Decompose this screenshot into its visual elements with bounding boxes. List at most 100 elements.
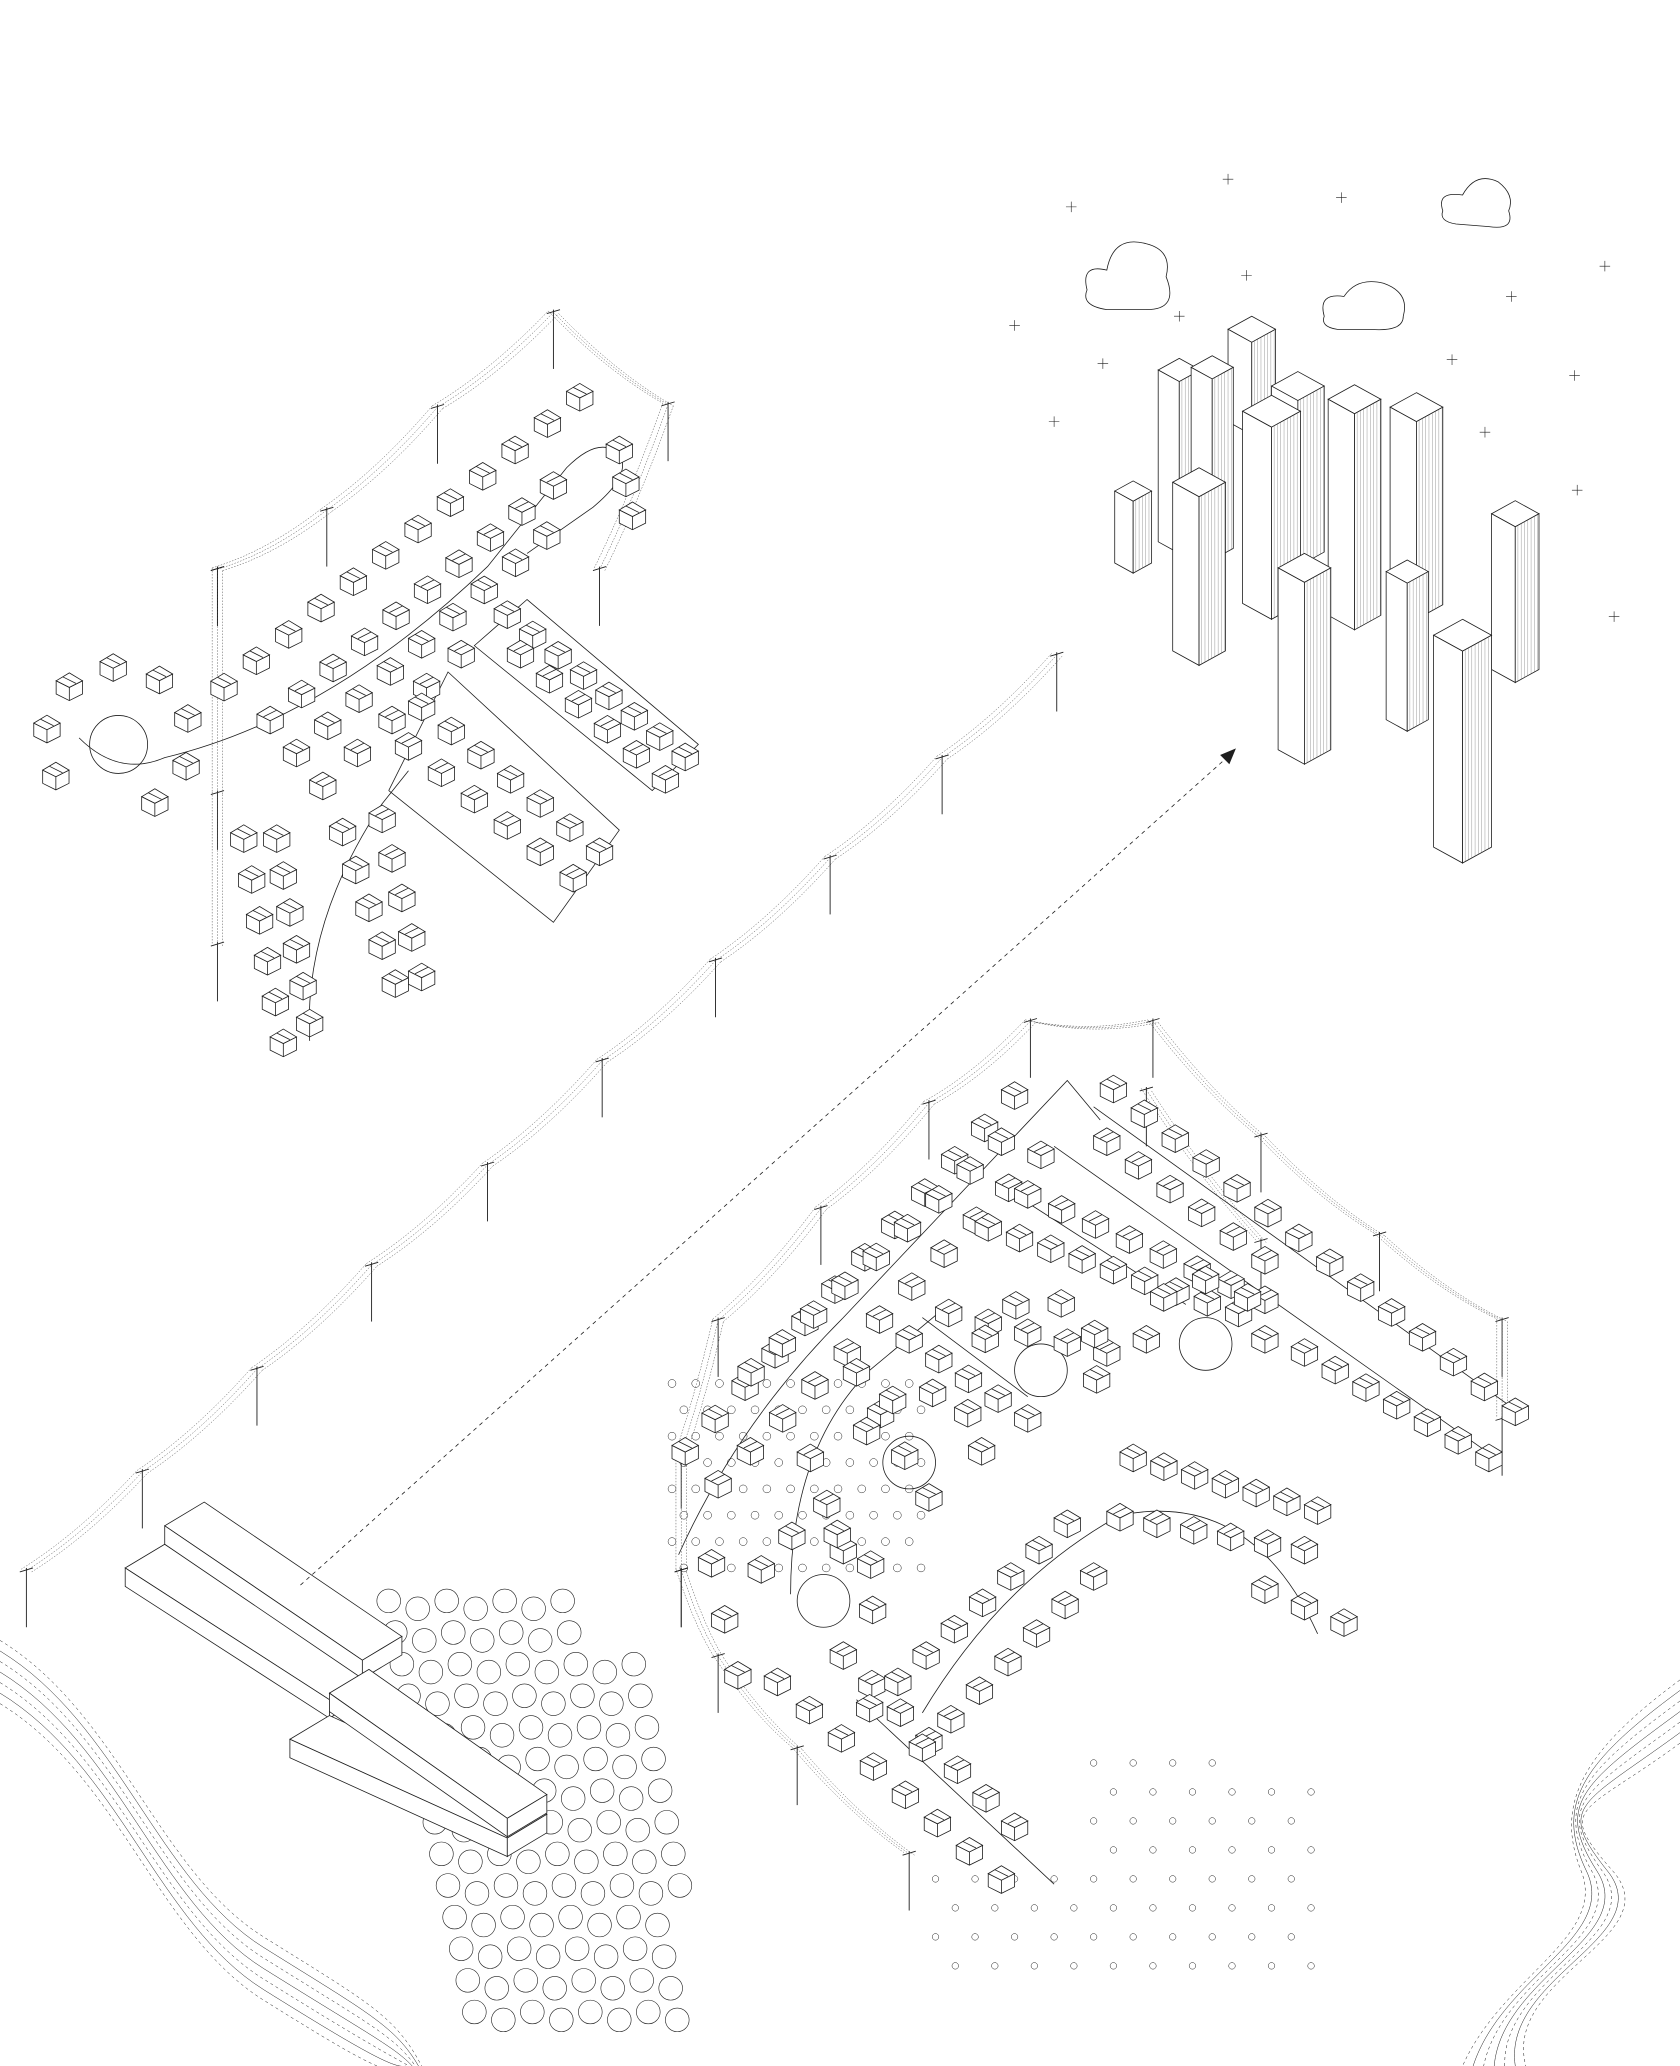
- house: [913, 1642, 939, 1670]
- tree-small: [1229, 1905, 1236, 1912]
- house: [702, 1405, 728, 1433]
- house-part: [1298, 1596, 1311, 1603]
- house: [565, 690, 591, 718]
- wire: [262, 1266, 377, 1370]
- tree-small: [810, 1485, 818, 1493]
- house: [1212, 1470, 1238, 1498]
- tree: [571, 1684, 595, 1708]
- house-part: [567, 868, 580, 875]
- tree: [459, 1850, 483, 1874]
- house-part: [385, 849, 398, 856]
- wire: [710, 856, 825, 959]
- house-part: [534, 842, 547, 849]
- house-part: [601, 719, 614, 726]
- house: [557, 814, 583, 842]
- tree: [549, 2008, 573, 2032]
- house-part: [421, 580, 434, 587]
- tower-face-right: [1199, 482, 1225, 665]
- house-part: [918, 1183, 931, 1190]
- tree-small: [1130, 1876, 1137, 1883]
- tree: [652, 1945, 676, 1969]
- pole-crossbar: [1024, 1019, 1037, 1023]
- tree-small: [727, 1511, 735, 1519]
- house: [320, 654, 346, 682]
- tree: [522, 1597, 546, 1621]
- tree-small: [739, 1485, 747, 1493]
- house: [379, 706, 405, 734]
- tree: [572, 1968, 596, 1992]
- tower-face-left: [1492, 514, 1516, 683]
- house: [832, 1272, 858, 1300]
- house-part: [501, 605, 514, 612]
- house: [1015, 1405, 1041, 1433]
- wire: [1385, 1236, 1508, 1322]
- wire: [723, 1210, 826, 1322]
- house-part: [1061, 1333, 1074, 1340]
- river-line: [0, 1683, 409, 2066]
- tree-small: [1288, 1818, 1295, 1825]
- house: [725, 1661, 751, 1689]
- tower-face-left: [1386, 572, 1407, 732]
- house: [277, 899, 303, 927]
- tree-small: [1209, 1818, 1216, 1825]
- tree-small: [775, 1511, 783, 1519]
- tree-small: [775, 1459, 783, 1467]
- house-part: [901, 1218, 914, 1225]
- tree-small: [1209, 1934, 1216, 1941]
- wire: [929, 1021, 1030, 1103]
- house: [672, 1438, 698, 1466]
- house-part: [389, 606, 402, 613]
- house: [1445, 1427, 1471, 1455]
- house: [988, 1866, 1014, 1894]
- house-part: [860, 1421, 873, 1428]
- house: [966, 1677, 992, 1705]
- wire: [1153, 1021, 1261, 1136]
- house: [748, 1556, 774, 1584]
- house: [916, 1484, 942, 1512]
- house-part: [1100, 1132, 1113, 1139]
- house-part: [979, 1329, 992, 1336]
- house: [1116, 1226, 1142, 1254]
- wire: [252, 1264, 367, 1368]
- house-part: [899, 1785, 912, 1792]
- house: [231, 825, 257, 853]
- tree: [632, 1850, 656, 1874]
- house-part: [962, 1369, 975, 1376]
- house: [1023, 1620, 1049, 1648]
- house-part: [771, 1672, 784, 1679]
- house: [738, 1358, 764, 1386]
- tree: [478, 1945, 502, 1969]
- tree: [665, 2008, 689, 2032]
- tree-small: [763, 1538, 771, 1546]
- house-part: [1447, 1352, 1460, 1359]
- house-part: [1055, 1294, 1068, 1301]
- house-part: [1390, 1395, 1403, 1402]
- house-part: [1258, 1580, 1271, 1587]
- tree: [535, 1660, 559, 1684]
- house: [936, 1299, 962, 1327]
- house: [859, 1670, 885, 1698]
- house-part: [932, 1189, 945, 1196]
- star: [1098, 358, 1109, 369]
- wire: [482, 1059, 597, 1163]
- house: [814, 1490, 840, 1518]
- tree: [499, 1621, 523, 1645]
- tree-small: [1071, 1963, 1078, 1970]
- house: [502, 549, 528, 577]
- wire: [597, 959, 710, 1059]
- tree: [513, 1684, 537, 1708]
- house: [494, 812, 520, 840]
- tree: [655, 1810, 679, 1834]
- house: [1015, 1319, 1041, 1347]
- house-part: [630, 744, 643, 751]
- house-part: [445, 721, 458, 728]
- tree-small: [751, 1406, 759, 1414]
- house: [414, 576, 440, 604]
- house-part: [948, 1150, 961, 1157]
- house-part: [679, 1441, 692, 1448]
- house-part: [385, 710, 398, 717]
- tree-small: [1308, 1847, 1315, 1854]
- house-part: [1157, 1457, 1170, 1464]
- house-part: [181, 709, 194, 716]
- house: [1189, 1199, 1215, 1227]
